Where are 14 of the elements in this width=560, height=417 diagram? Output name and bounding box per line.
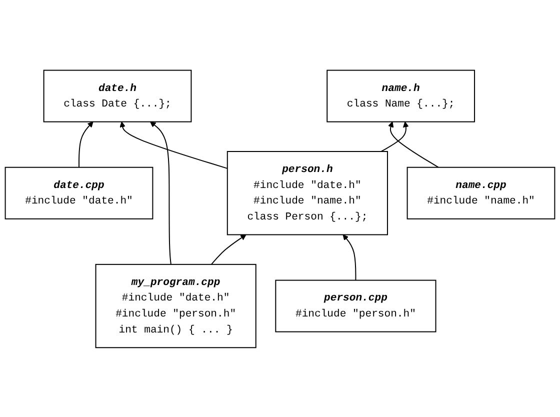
node-box xyxy=(226,150,388,235)
arrow xyxy=(120,121,228,168)
arrow xyxy=(342,234,356,280)
node-box xyxy=(4,166,154,219)
arrow xyxy=(150,121,172,264)
arrow xyxy=(380,121,409,152)
arrow xyxy=(78,121,94,168)
node-box xyxy=(95,263,256,348)
node-box xyxy=(43,69,192,122)
arrow xyxy=(210,234,246,264)
node-box xyxy=(275,279,436,332)
node-box xyxy=(406,166,556,219)
arrow xyxy=(388,121,439,168)
node-box xyxy=(326,69,476,122)
